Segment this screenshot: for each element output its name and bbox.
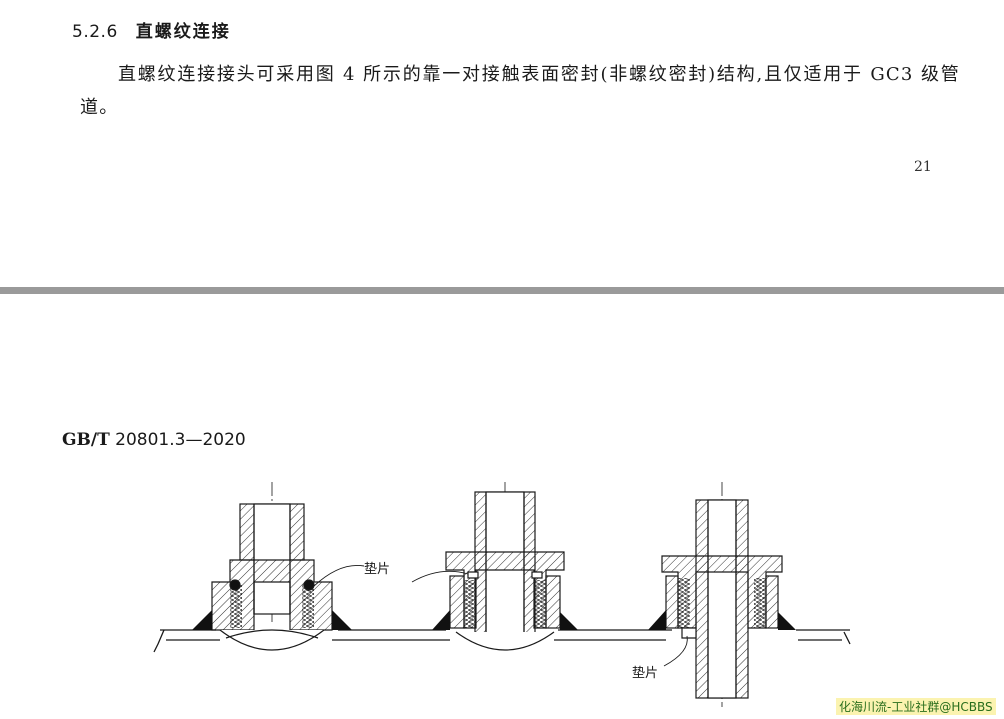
standard-number: 20801.3—2020 (115, 430, 246, 450)
body-paragraph: 直螺纹连接接头可采用图 4 所示的靠一对接触表面密封(非螺纹密封)结构,且仅适用… (80, 64, 960, 118)
section-title: 直螺纹连接 (135, 22, 231, 42)
joint-1 (192, 482, 352, 651)
section-number: 5.2.6 (72, 22, 118, 42)
standard-header: GB/T 20801.3—2020 (62, 430, 246, 450)
base-plate (153, 629, 851, 653)
page-divider (0, 287, 1004, 294)
joint-2 (432, 482, 578, 651)
standard-code: GB/T (62, 430, 110, 450)
gasket-label-lower: 垫片 (632, 665, 658, 681)
joint-3 (648, 482, 796, 707)
gasket-label-upper: 垫片 (364, 561, 390, 577)
section-heading: 5.2.6 直螺纹连接 (72, 17, 231, 42)
page-number: 21 (914, 159, 932, 175)
leader-lines (313, 564, 688, 667)
figure-4-threaded-joints: 垫片 垫片 (153, 482, 851, 707)
watermark: 化海川流-工业社群@HCBBS (836, 698, 996, 715)
